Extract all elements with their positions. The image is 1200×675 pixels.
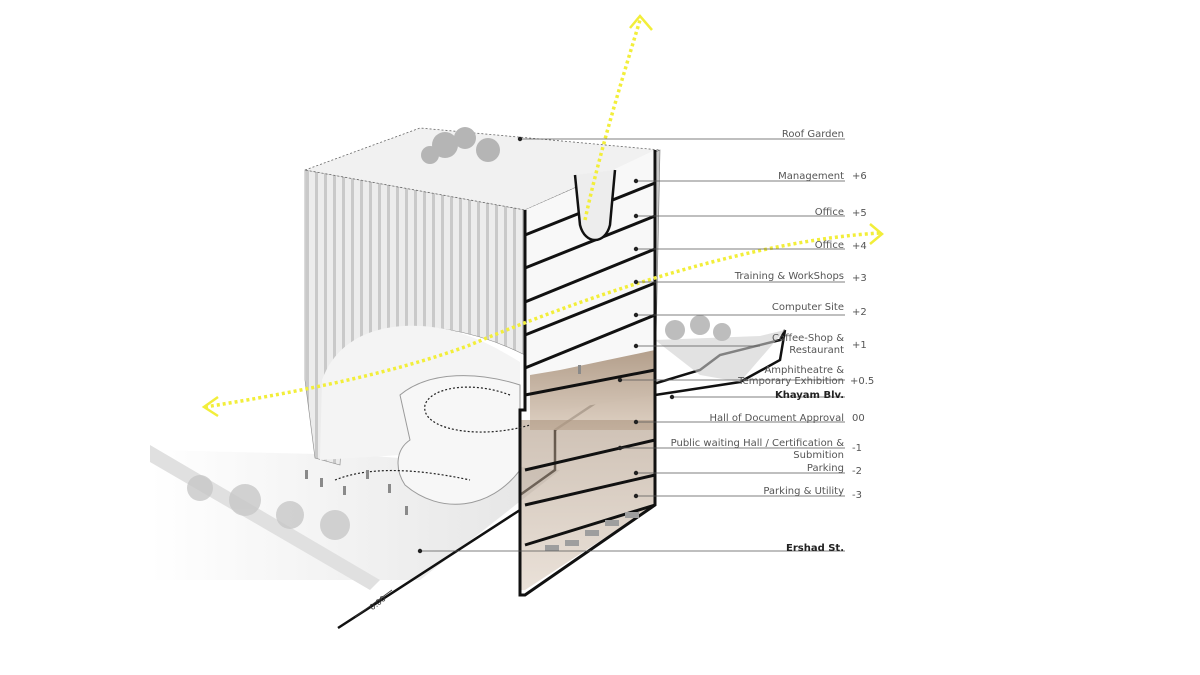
khayam-sidewalk [655,330,785,382]
ramp-circulation-path [334,386,531,481]
label-office-4: Office [814,240,844,251]
ground-level-marker [354,589,393,618]
label-restaurant: Restaurant [789,345,844,356]
label-management: Management [778,171,844,182]
parked-cars [545,512,639,551]
level-parking-utility: -3 [852,490,862,501]
street-trees [187,475,350,540]
label-parking: Parking [806,463,844,474]
leader-dots [417,136,675,554]
label-submition: Submition [793,450,844,461]
level-training: +3 [852,273,867,284]
people [305,365,581,515]
label-computer-site: Computer Site [771,302,844,313]
level-computer-site: +2 [852,307,867,318]
arrow-heads [201,14,884,418]
label-khayam-blv: Khayam Blv. [774,390,844,401]
level-management: +6 [852,171,867,182]
level-parking: -2 [852,466,862,477]
roof-plane [303,127,662,211]
light-shaft [573,169,617,242]
spiral-ramp [397,375,521,505]
label-ershad-st: Ershad St. [785,543,844,554]
level-office-5: +5 [852,208,867,219]
leader-lines [420,138,845,552]
level-amphitheatre: +0.5 [850,376,875,387]
label-amphitheatre: Amphitheatre & [764,365,844,376]
label-training: Training & WorkShops [734,271,844,282]
label-temporary-exhibition: Temporary Exhibition [738,376,844,387]
level-coffee: +1 [852,340,867,351]
sun-path-arrows [204,19,881,409]
label-roof-garden: Roof Garden [781,129,844,140]
sidewalk-trees [665,315,731,341]
level-office-4: +4 [852,241,867,252]
floor-slabs [518,150,657,597]
level-hall-approval: 00 [852,413,865,424]
label-hall-document-approval: Hall of Document Approval [709,413,844,424]
level-public: -1 [852,443,862,454]
label-parking-utility: Parking & Utility [763,486,844,497]
label-coffee-shop: Coffee-Shop & [771,333,844,344]
label-office-5: Office [814,207,844,218]
roof-trees [421,127,500,164]
label-public-waiting-hall: Public waiting Hall / Certification & [670,438,844,449]
